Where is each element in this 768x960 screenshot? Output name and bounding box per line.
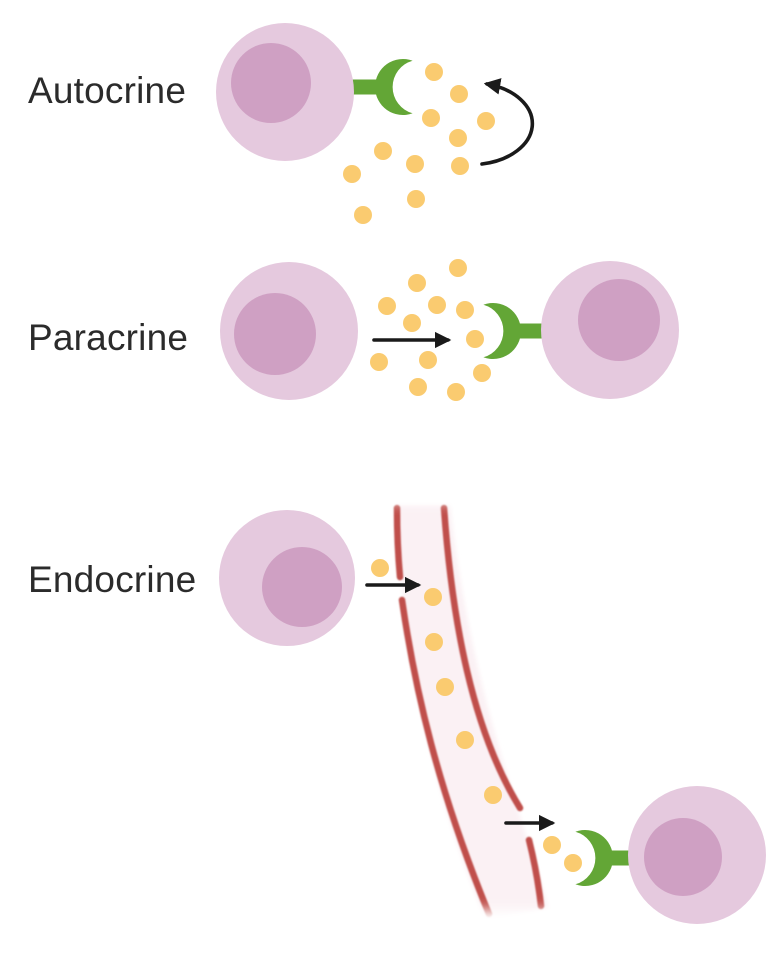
ligand-dot — [425, 633, 443, 651]
ligand-dot — [436, 678, 454, 696]
ligand-dot — [425, 63, 443, 81]
ligand-dot — [406, 155, 424, 173]
ligand-dot — [451, 157, 469, 175]
endocrine-secreting-cell — [219, 510, 355, 646]
ligand-dot — [428, 296, 446, 314]
ligand-dot — [484, 786, 502, 804]
ligand-dot — [477, 112, 495, 130]
ligand-dot — [371, 559, 389, 577]
ligand-dot — [449, 129, 467, 147]
ligand-dot — [374, 142, 392, 160]
ligand-dot — [456, 731, 474, 749]
ligand-dot — [403, 314, 421, 332]
endocrine-target-cell-nucleus — [644, 818, 722, 896]
ligand-dot — [422, 109, 440, 127]
ligand-dot — [370, 353, 388, 371]
autocrine-cell-nucleus — [231, 43, 311, 123]
ligand-dot — [543, 836, 561, 854]
ligand-dot — [408, 274, 426, 292]
paracrine-target-cell — [541, 261, 679, 399]
label-paracrine: Paracrine — [28, 317, 189, 358]
vessel-top-fade — [378, 486, 464, 502]
ligand-dot — [450, 85, 468, 103]
vessel-wall-right-lower — [525, 836, 545, 910]
ligand-dot — [456, 301, 474, 319]
ligand-dot — [473, 364, 491, 382]
ligand-dot — [378, 297, 396, 315]
ligand-dot — [449, 259, 467, 277]
autocrine-feedback-arrow — [480, 78, 535, 166]
ligand-dot — [419, 351, 437, 369]
ligand-dot — [466, 330, 484, 348]
vessel-wall-left-lower — [398, 596, 493, 918]
ligand-dot — [343, 165, 361, 183]
paracrine-receptor-icon — [483, 303, 547, 359]
vessel-wall-left-upper — [393, 504, 404, 581]
blood-vessel-walls — [393, 504, 545, 918]
paracrine-target-cell-nucleus — [578, 279, 660, 361]
autocrine-cell — [216, 23, 354, 161]
ligand-dot — [424, 588, 442, 606]
label-endocrine: Endocrine — [28, 559, 197, 600]
endocrine-target-cell — [628, 786, 766, 924]
paracrine-secreting-cell-nucleus — [234, 293, 316, 375]
autocrine-receptor-icon — [349, 59, 413, 115]
ligand-dot — [407, 190, 425, 208]
endocrine-receptor-icon — [575, 830, 639, 886]
paracrine-secreting-cell — [220, 262, 358, 400]
blood-vessel-lumen — [396, 505, 548, 920]
ligand-dot — [354, 206, 372, 224]
ligand-dot — [409, 378, 427, 396]
ligand-dot — [564, 854, 582, 872]
vessel-bottom-fade — [464, 910, 560, 936]
endocrine-secreting-cell-nucleus — [262, 547, 342, 627]
label-autocrine: Autocrine — [28, 70, 187, 111]
vessel-wall-right-upper — [440, 504, 524, 812]
ligand-dot — [447, 383, 465, 401]
